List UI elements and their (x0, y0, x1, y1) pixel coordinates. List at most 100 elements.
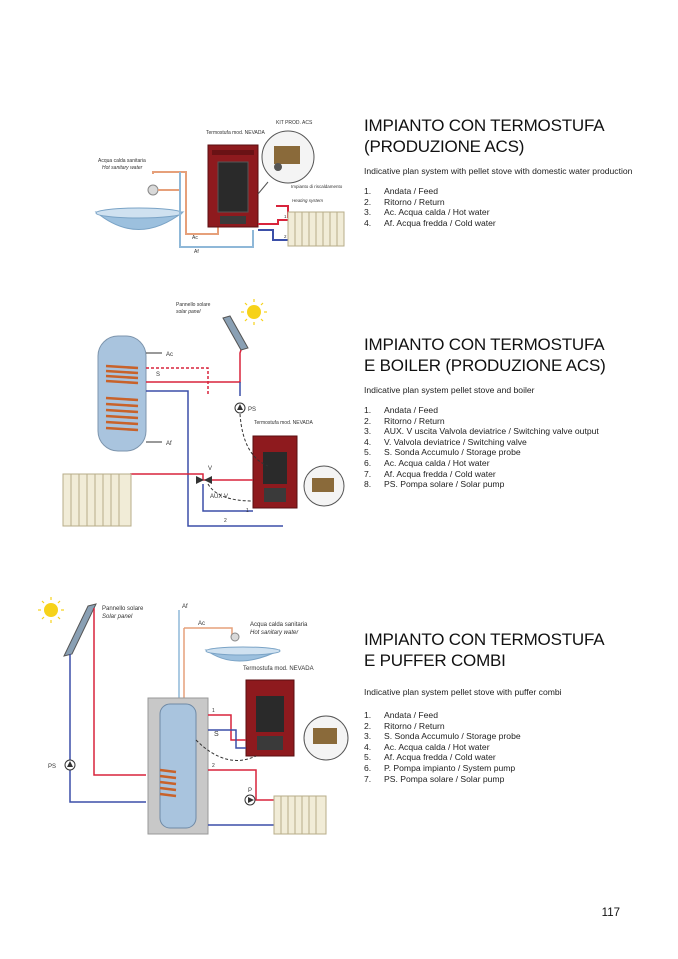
boiler-coil-bottom (105, 396, 139, 432)
legend-num: 1. (364, 405, 372, 415)
boiler-coil-top (105, 364, 139, 385)
legend-item: 6.P. Pompa impianto / System pump (364, 763, 664, 774)
section-3-text: IMPIANTO CON TERMOSTUFA E PUFFER COMBI I… (364, 629, 664, 784)
legend-text: Ritorno / Return (384, 720, 445, 731)
legend-item: 4.Ac. Acqua calda / Hot water (364, 742, 664, 753)
legend-text: Ac. Acqua calda / Hot water (384, 741, 490, 752)
pipe-cold (179, 172, 254, 248)
section-3-title-line1: IMPIANTO CON TERMOSTUFA (364, 630, 605, 649)
legend-text: Af. Acqua fredda / Cold water (384, 217, 496, 228)
legend-num: 2. (364, 196, 372, 207)
legend-text: Ritorno / Return (384, 415, 445, 426)
sun-icon (241, 299, 267, 325)
pipe-solar-return (69, 654, 146, 803)
legend-item: 4.V. Valvola deviatrice / Switching valv… (364, 437, 664, 448)
probe-dashed (239, 413, 269, 467)
legend-num: 3. (364, 731, 372, 742)
diagram-stove-puffer: Pannello solare Solar panel Af Ac Acqua … (36, 590, 356, 842)
legend-item: 8. PS. Pompa solare / Solar pump (364, 479, 664, 490)
legend-num: 5. (364, 447, 372, 458)
kit-acs-icon (274, 146, 300, 164)
legend-num: 4. (364, 217, 372, 228)
p-label: P (248, 788, 252, 794)
ac-label: Ac (198, 621, 205, 627)
legend-num: 3. (364, 426, 372, 437)
legend-item: 1. Andata / Feed (364, 405, 664, 416)
legend-num: 3. (364, 207, 372, 218)
pipe-1-label: 1 (246, 508, 249, 514)
legend-num: 8. (364, 479, 372, 490)
panel-label: Pannello solare (102, 606, 144, 612)
stove-window (263, 452, 287, 484)
section-1-legend: 1.Andata / Feed 2. Ritorno / Return 3. Ac.… (364, 186, 664, 228)
pipe-feed (208, 714, 246, 741)
ps-label: PS (248, 407, 256, 413)
legend-text: Andata / Feed (384, 710, 438, 720)
tap-icon (230, 632, 240, 642)
legend-num: 1. (364, 186, 372, 196)
pipe-return (202, 484, 253, 512)
s-label: S (214, 731, 219, 738)
solar-panel (222, 315, 249, 351)
legend-item: 2. Ritorno / Return (364, 197, 664, 208)
legend-text: S. Sonda Accumulo / Storage probe (384, 447, 521, 458)
panel-label-en: solar panel (176, 309, 201, 315)
legend-num: 6. (364, 762, 372, 773)
diagram-2-svg: Pannello solare solar panel Termostufa m… (62, 299, 345, 527)
valve-icon-2 (204, 476, 212, 484)
solar-pump-arrow (67, 761, 73, 767)
legend-text: PS. Pompa solare / Solar pump (384, 479, 505, 490)
sink-rim (95, 207, 183, 219)
ac-label: Ac (166, 352, 173, 358)
diagram-3-svg: Pannello solare Solar panel Af Ac Acqua … (38, 597, 349, 835)
legend-item: 3. Ac. Acqua calda / Hot water (364, 207, 664, 218)
heating-label-en: Heating system (292, 198, 323, 203)
pipe-2-label: 2 (284, 234, 287, 239)
legend-text: Ritorno / Return (384, 196, 445, 207)
stove-base (220, 216, 246, 224)
legend-num: 6. (364, 457, 372, 468)
pipe-feed-radiator (208, 769, 276, 801)
legend-num: 2. (364, 415, 372, 426)
pipe-1-label: 1 (212, 708, 215, 714)
puffer-tank (159, 703, 197, 829)
puffer-coil (159, 768, 177, 798)
stove-label: Termostufa mod. NEVADA (254, 420, 313, 426)
radiator (273, 795, 327, 835)
kit-pump-icon (274, 163, 282, 171)
stove-window (256, 696, 284, 732)
ac-label: Ac (192, 235, 198, 241)
solar-pump-arrow (237, 404, 243, 410)
stove-base (257, 736, 283, 750)
auxv-label: AUX V (210, 494, 228, 500)
sun-icon (38, 597, 64, 623)
kit-icon (313, 728, 337, 744)
legend-item: 1.Andata / Feed (364, 186, 664, 197)
kit-leader (257, 181, 269, 195)
section-1-title-line1: IMPIANTO CON TERMOSTUFA (364, 116, 605, 135)
legend-text: Af. Acqua fredda / Cold water (384, 468, 496, 479)
pipe-feed (130, 473, 253, 481)
section-2-subtitle: Indicative plan system pellet stove and … (364, 385, 535, 395)
pipe-return (208, 729, 246, 749)
stove-label: Termostufa mod. NEVADA (243, 666, 314, 672)
section-1-title-line2: (PRODUZIONE ACS) (364, 137, 525, 156)
sink-rim (205, 646, 281, 656)
legend-text: Ac. Acqua calda / Hot water (384, 457, 490, 468)
hot-water-label: Acqua calda sanitaria (250, 622, 308, 628)
section-2-title-line1: IMPIANTO CON TERMOSTUFA (364, 335, 605, 354)
legend-item: 2. Ritorno / Return (364, 721, 664, 732)
section-2-text: IMPIANTO CON TERMOSTUFA E BOILER (PRODUZ… (364, 334, 664, 490)
legend-text: PS. Pompa solare / Solar pump (384, 773, 505, 784)
s-label: S (156, 372, 160, 378)
pipe-2-label: 2 (224, 518, 227, 524)
legend-item: 5. S. Sonda Accumulo / Storage probe (364, 447, 664, 458)
legend-text: Ac. Acqua calda / Hot water (384, 207, 490, 218)
section-3-legend: 1.Andata / Feed 2.Ritorno / Return 3.S. … (364, 710, 664, 784)
legend-item: 2. Ritorno / Return (364, 416, 664, 427)
af-label: Af (166, 441, 172, 447)
legend-text: Af. Acqua fredda / Cold water (384, 752, 496, 763)
legend-num: 2. (364, 720, 372, 731)
legend-text: Andata / Feed (384, 405, 438, 415)
legend-num: 7. (364, 773, 372, 784)
